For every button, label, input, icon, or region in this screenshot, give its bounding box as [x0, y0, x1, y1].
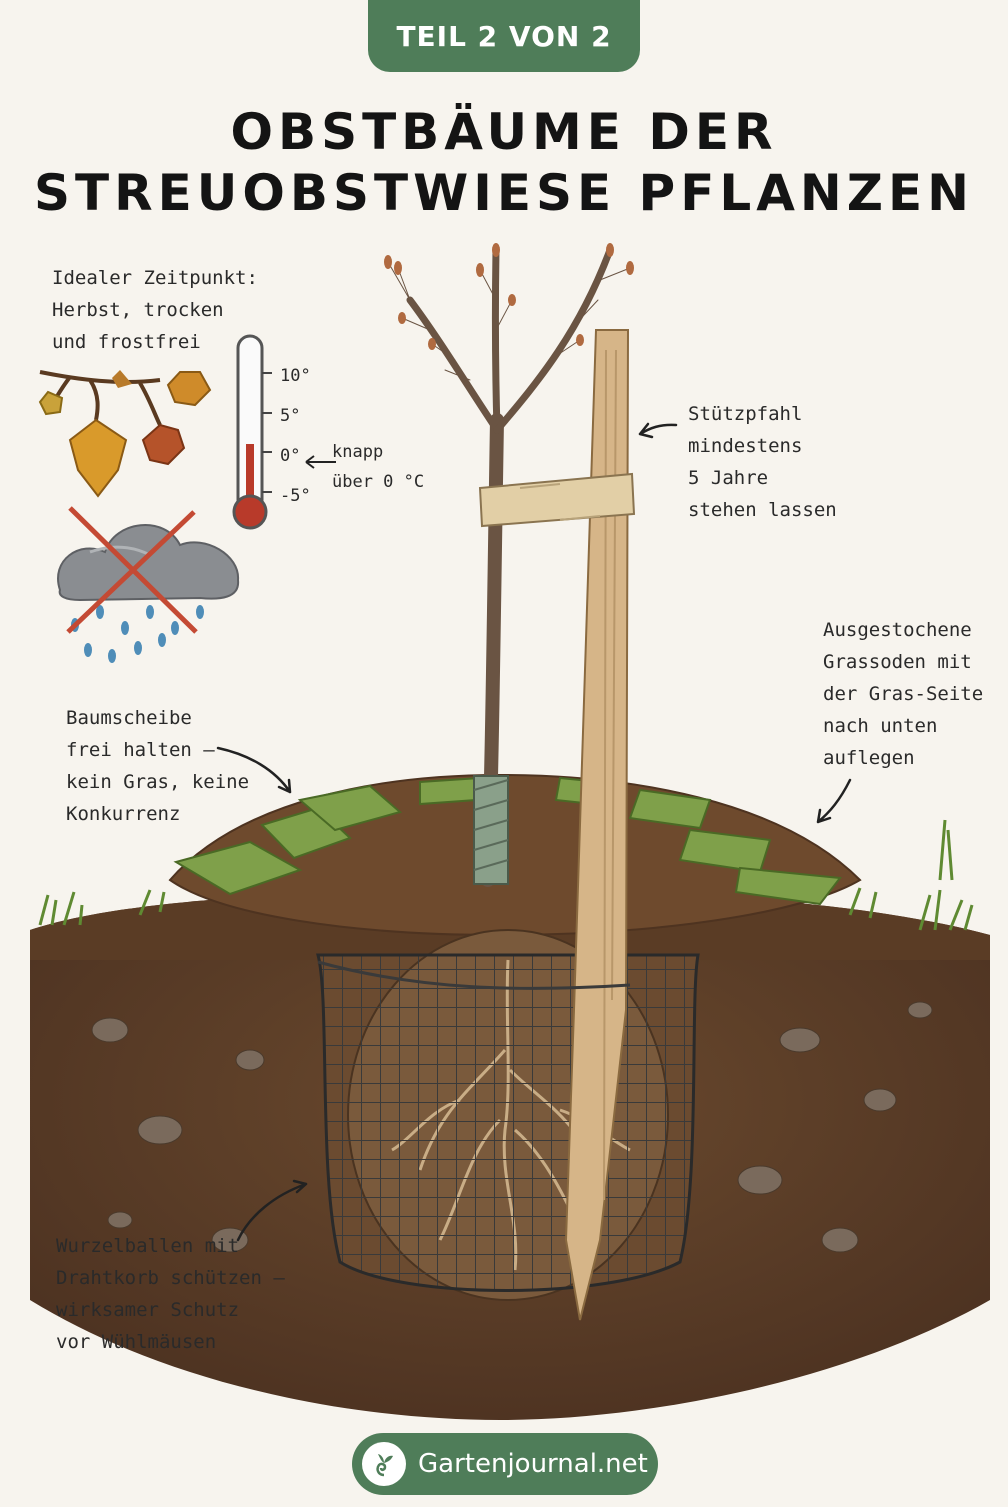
thermometer-icon [232, 334, 336, 530]
root-ball-note-line: wirksamer Schutz [56, 1299, 240, 1321]
sod-note-line: der Gras-Seite [823, 683, 984, 705]
temperature-note-line: über 0 °C [332, 472, 425, 492]
brand-footer[interactable]: Gartenjournal.net [352, 1433, 658, 1495]
sod-note-line: auflegen [823, 747, 915, 769]
temperature-note-line: knapp [332, 442, 384, 462]
temp-tick: -5° [280, 486, 311, 506]
root-ball-note-line: Drahtkorb schützen – [56, 1267, 285, 1289]
wire-basket [316, 929, 700, 1301]
part-badge: TEIL 2 VON 2 [368, 0, 640, 72]
timing-note-line: Herbst, trocken [52, 299, 224, 321]
sprout-logo-icon [362, 1442, 406, 1486]
timing-note-line: und frostfrei [52, 331, 201, 353]
page-title-line1: OBSTBÄUME DER [230, 103, 778, 161]
tree-disc-note: Baumscheibe frei halten – kein Gras, kei… [66, 702, 249, 830]
tree-disc-note-line: Baumscheibe [66, 707, 192, 729]
tree-disc-note-line: frei halten – [66, 739, 215, 761]
sod-note: Ausgestochene Grassoden mit der Gras-Sei… [823, 614, 983, 774]
rain-cloud-crossed-icon [57, 506, 240, 663]
sod-note-line: nach unten [823, 715, 938, 737]
page-title-line2: STREUOBSTWIESE PFLANZEN [33, 164, 975, 222]
root-ball-note-line: vor Wühlmäusen [56, 1331, 217, 1353]
stake-note-line: Stützpfahl [688, 403, 803, 425]
autumn-leaves-icon [38, 370, 212, 498]
tree-disc-note-line: Konkurrenz [66, 803, 181, 825]
brand-name: Gartenjournal.net [418, 1449, 648, 1479]
sod-note-line: Grassoden mit [823, 651, 972, 673]
temperature-note: knapp über 0 °C [332, 437, 424, 497]
root-ball-note-line: Wurzelballen mit [56, 1235, 240, 1257]
tree-mound [38, 773, 974, 937]
stake-note-line: 5 Jahre [688, 467, 769, 489]
timing-note-line: Idealer Zeitpunkt: [52, 267, 258, 289]
annotation-arrows [216, 422, 852, 1242]
temp-tick: 0° [280, 446, 301, 466]
thermometer-scale: 10° 5° 0° -5° [280, 356, 311, 516]
timing-note: Idealer Zeitpunkt: Herbst, trocken und f… [52, 262, 258, 358]
stake-note-line: mindestens [688, 435, 803, 457]
sod-note-line: Ausgestochene [823, 619, 972, 641]
support-stake [317, 329, 636, 1321]
tree-disc-note-line: kein Gras, keine [66, 771, 250, 793]
temp-tick: 10° [280, 366, 311, 386]
stake-note-line: stehen lassen [688, 499, 837, 521]
root-ball-note: Wurzelballen mit Drahtkorb schützen – wi… [56, 1230, 285, 1358]
temp-tick: 5° [280, 406, 301, 426]
stake-note: Stützpfahl mindestens 5 Jahre stehen las… [688, 398, 837, 526]
